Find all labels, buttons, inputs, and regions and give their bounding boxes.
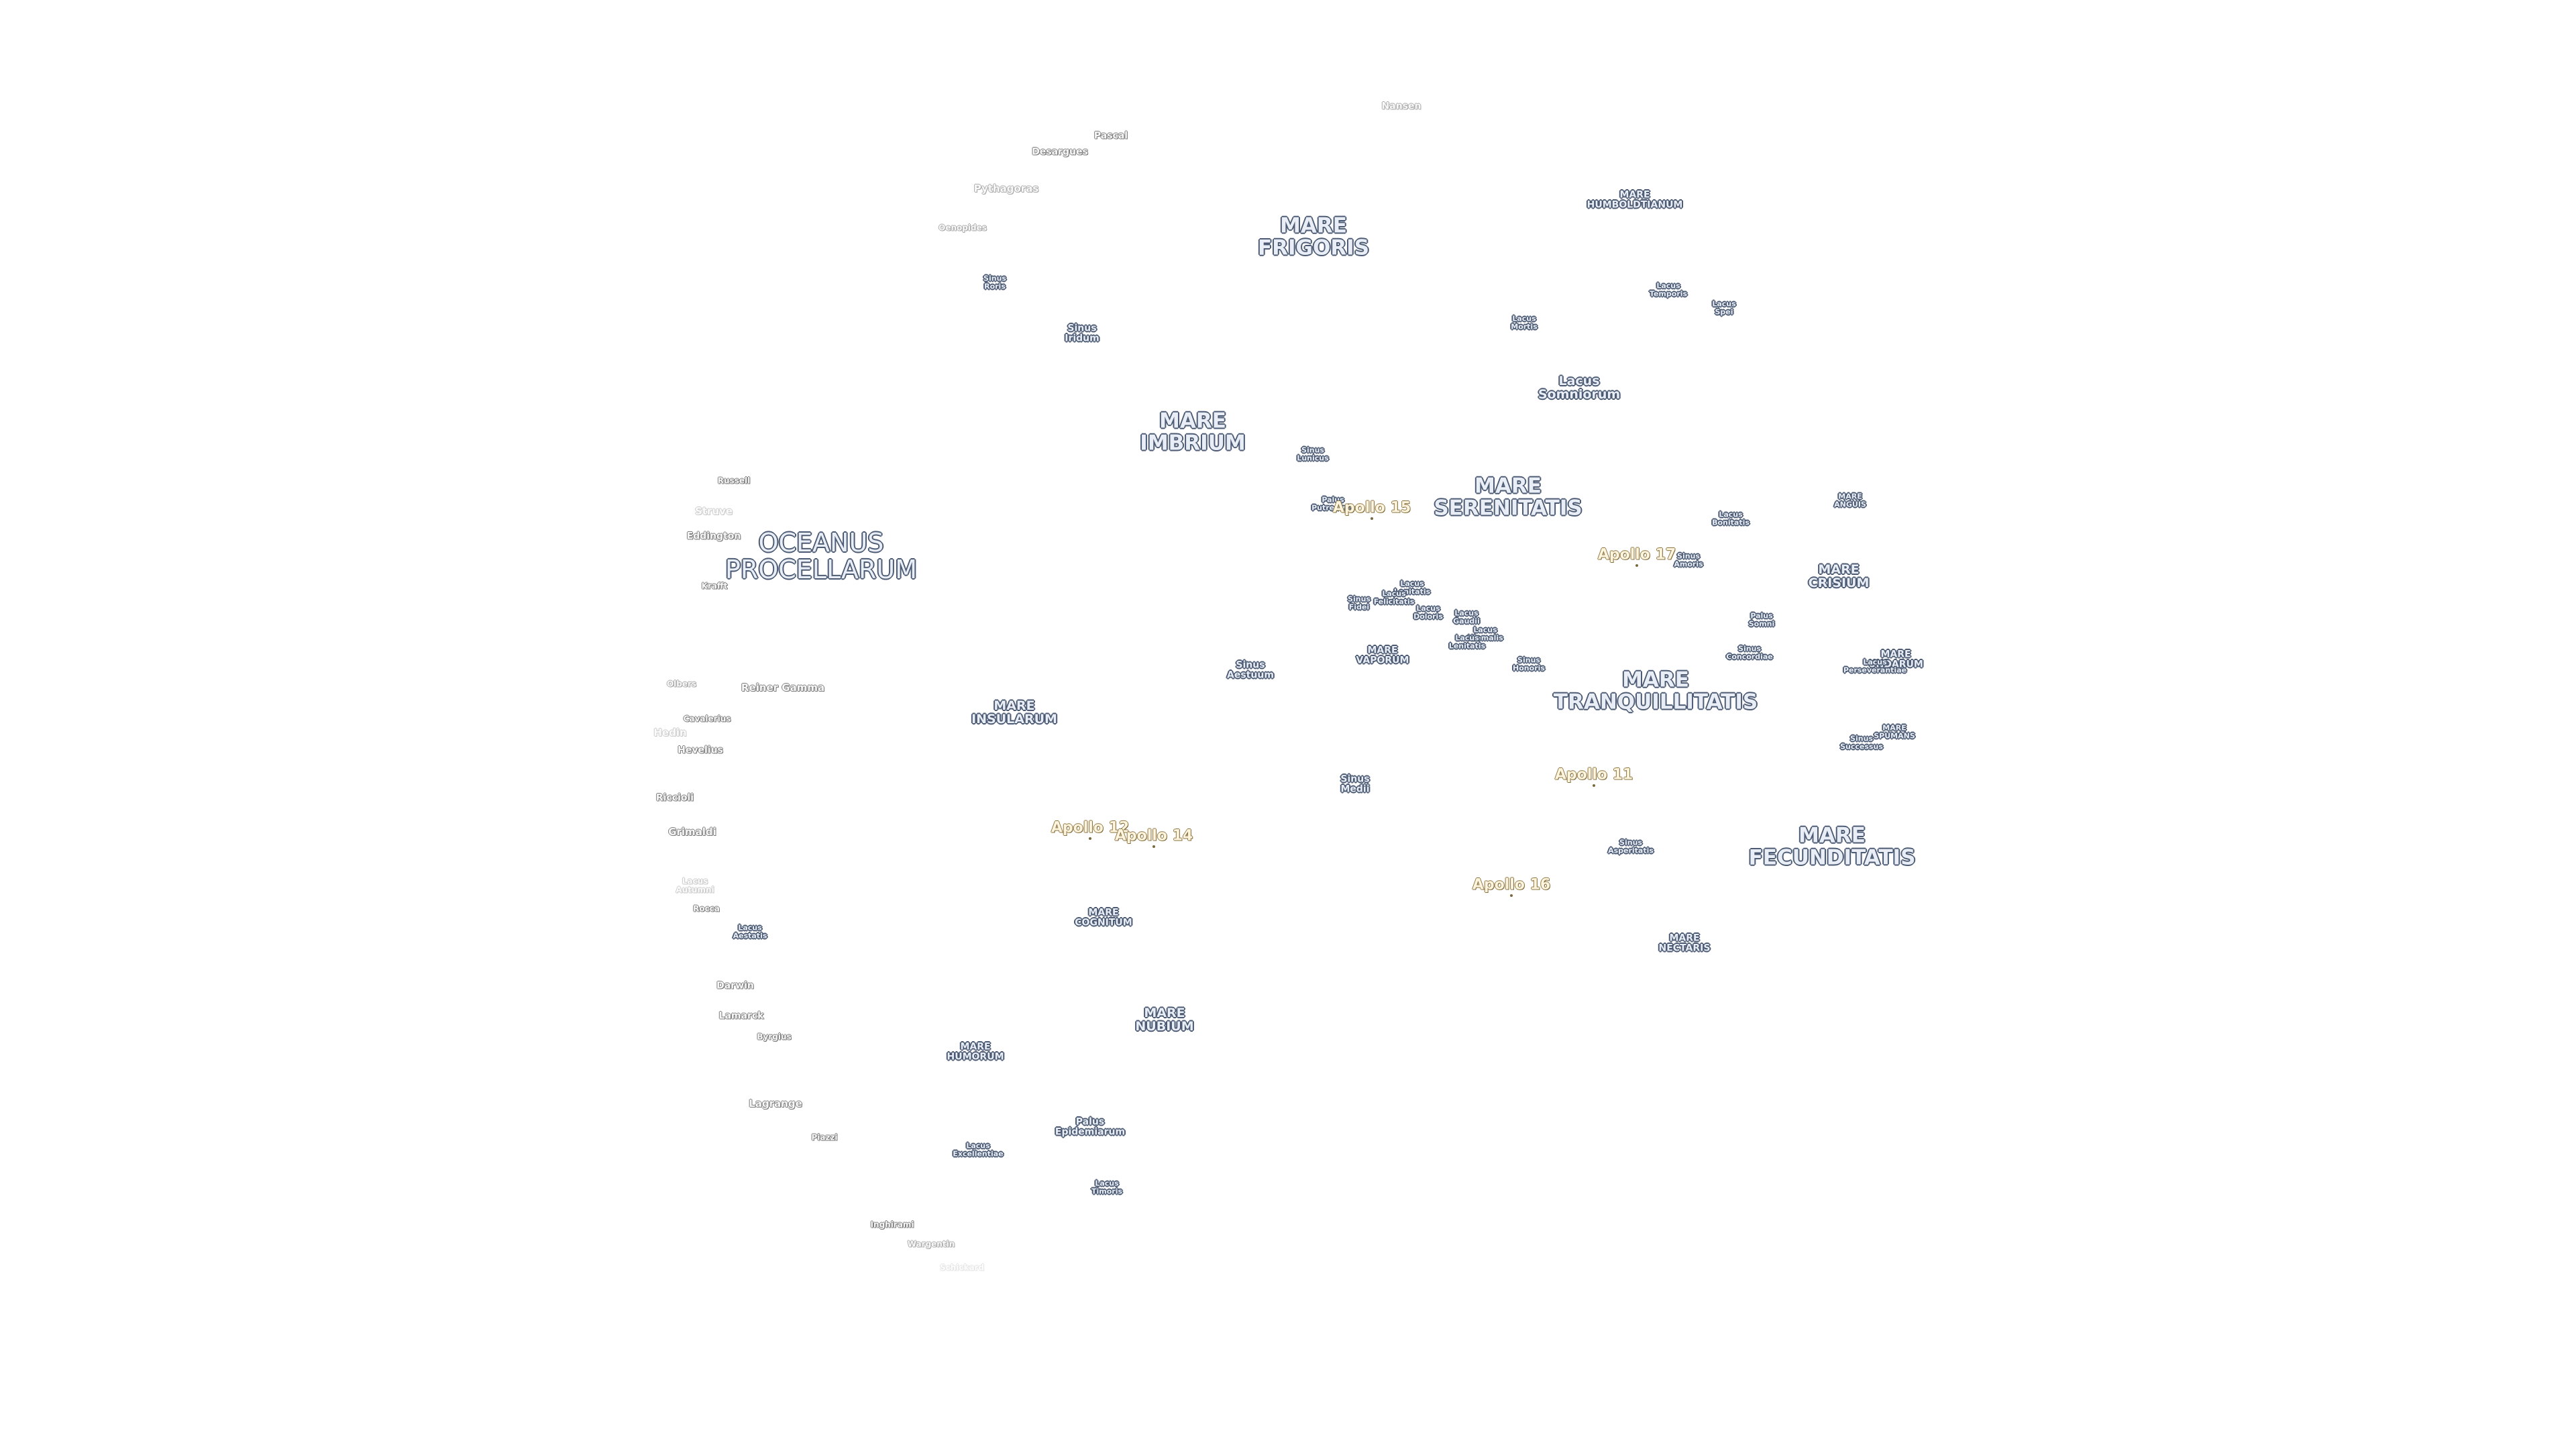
mare-label-sinus-roris: Sinus Roris	[983, 274, 1006, 290]
mare-label-mare-nubium: MARE NUBIUM	[1135, 1006, 1194, 1034]
landing-site-marker-icon	[1089, 837, 1091, 840]
apollo-landing-apollo-16: Apollo 16	[1472, 876, 1551, 894]
crater-label-eddington: Eddington	[686, 531, 741, 542]
mare-label-lacus-timoris: Lacus Timoris	[1091, 1179, 1123, 1195]
mare-label-lacus-aestatis: Lacus Aestatis	[733, 923, 767, 940]
mare-label-lacus-excellentiae: Lacus Excellentiae	[953, 1141, 1004, 1158]
mare-label-lacus-spei: Lacus Spei	[1712, 299, 1736, 316]
crater-label-wargentin: Wargentin	[907, 1239, 955, 1249]
mare-label-mare-serenitatis: MARE SERENITATIS	[1434, 474, 1582, 520]
landing-site-marker-icon	[1593, 784, 1595, 787]
crater-label-pythagoras: Pythagoras	[973, 182, 1039, 195]
mare-label-sinus-iridum: Sinus Iridum	[1065, 323, 1099, 343]
crater-label-schickard: Schickard	[939, 1263, 985, 1273]
apollo-landing-apollo-15: Apollo 15	[1332, 499, 1411, 517]
mare-label-sinus-concordiae: Sinus Concordiae	[1726, 644, 1773, 661]
mare-label-mare-spumans: MARE SPUMANS	[1874, 723, 1915, 740]
crater-label-nansen: Nansen	[1381, 101, 1421, 112]
crater-label-inghirami: Inghirami	[870, 1220, 914, 1230]
crater-label-byrgius: Byrgius	[757, 1032, 792, 1042]
crater-label-darwin: Darwin	[716, 980, 754, 991]
mare-label-lacus-somniorum: Lacus Somniorum	[1538, 374, 1621, 402]
mare-label-lacus-gaudii: Lacus Gaudii	[1453, 608, 1480, 625]
apollo-landing-apollo-11: Apollo 11	[1554, 766, 1633, 784]
mare-label-lacus-hiemalis: Lacus Hiemalis	[1467, 625, 1503, 642]
apollo-landing-apollo-14: Apollo 14	[1114, 827, 1193, 845]
apollo-landing-apollo-17: Apollo 17	[1597, 546, 1676, 564]
crater-label-oenopides: Oenopides	[938, 223, 987, 233]
mare-label-lacus-lenitatis-a: Lacus Lenitatis	[1393, 579, 1431, 596]
crater-label-lacus-autumni: Lacus Autumni	[676, 876, 714, 894]
crater-label-struve: Struve	[694, 505, 733, 518]
mare-label-mare-anguis: MARE ANGUIS	[1834, 492, 1866, 508]
apollo-landing-apollo-12: Apollo 12	[1051, 819, 1130, 837]
mare-label-mare-undarum: MARE UNDARUM	[1868, 649, 1923, 669]
crater-label-grimaldi: Grimaldi	[668, 826, 716, 839]
crater-label-reiner-gamma: Reiner Gamma	[741, 682, 825, 694]
mare-label-lacus-felicitatis: Lacus Felicitatis	[1373, 589, 1415, 606]
crater-label-piazzi: Piazzi	[811, 1132, 838, 1142]
mare-label-lacus-perseverantiae: Lacus Perseverantiae	[1843, 657, 1907, 674]
mare-label-mare-humboldtianum: MARE HUMBOLDTIANUM	[1587, 189, 1683, 210]
crater-label-olbers: Olbers	[666, 679, 697, 689]
mare-label-mare-fecunditatis: MARE FECUNDITATIS	[1748, 823, 1916, 869]
mare-label-sinus-lunicus: Sinus Lunicus	[1297, 445, 1329, 462]
landing-site-marker-icon	[1152, 845, 1155, 848]
landing-site-marker-icon	[1371, 517, 1373, 520]
mare-label-sinus-asperitatis: Sinus Asperitatis	[1608, 838, 1654, 855]
landing-site-marker-icon	[1510, 894, 1513, 897]
mare-label-sinus-successus: Sinus Successus	[1840, 734, 1883, 751]
mare-label-mare-humorum: MARE HUMORUM	[947, 1041, 1004, 1062]
landing-site-marker-icon	[1635, 564, 1638, 567]
mare-label-sinus-honoris: Sinus Honoris	[1513, 655, 1545, 672]
mare-label-sinus-fidei: Sinus Fidei	[1348, 594, 1371, 611]
mare-label-palus-somni: Palus Somni	[1748, 611, 1775, 628]
mare-label-mare-frigoris: MARE FRIGORIS	[1257, 213, 1370, 260]
mare-label-lacus-doloris: Lacus Doloris	[1413, 604, 1443, 621]
mare-label-sinus-aestuum: Sinus Aestuum	[1227, 659, 1274, 680]
mare-label-mare-tranquillitatis: MARE TRANQUILLITATIS	[1553, 667, 1758, 714]
mare-label-lacus-bonitatis: Lacus Bonitatis	[1712, 510, 1750, 527]
crater-label-hedin: Hedin	[653, 727, 687, 739]
mare-label-sinus-amoris: Sinus Amoris	[1674, 551, 1703, 568]
mare-label-lacus-mortis: Lacus Mortis	[1511, 314, 1538, 331]
mare-label-mare-vaporum: MARE VAPORUM	[1356, 645, 1409, 665]
crater-label-cavalerius: Cavalerius	[683, 714, 731, 724]
mare-label-mare-cognitum: MARE COGNITUM	[1075, 907, 1132, 928]
mare-label-mare-imbrium: MARE IMBRIUM	[1140, 409, 1246, 455]
crater-label-russell: Russell	[717, 476, 751, 486]
crater-label-hevelius: Hevelius	[678, 745, 723, 756]
mare-label-sinus-medii: Sinus Medii	[1340, 773, 1370, 794]
crater-label-desargues: Desargues	[1032, 146, 1088, 158]
crater-label-lagrange: Lagrange	[749, 1097, 802, 1110]
mare-label-lacus-temporis: Lacus Temporis	[1649, 281, 1688, 298]
crater-label-rocca: Rocca	[693, 904, 720, 914]
crater-label-pascal: Pascal	[1093, 130, 1128, 142]
crater-label-riccioli: Riccioli	[655, 792, 694, 804]
mare-label-lacus-lenitatis-b: Lacus Lenitatis	[1448, 633, 1486, 650]
mare-label-mare-nectaris: MARE NECTARIS	[1658, 932, 1711, 953]
mare-label-palus-putredinis: Palus Putredinis	[1311, 495, 1354, 512]
mare-label-palus-epidemiarum: Palus Epidemiarum	[1055, 1116, 1126, 1137]
mare-label-mare-insularum: MARE INSULARUM	[971, 698, 1057, 727]
crater-label-krafft: Krafft	[701, 581, 728, 591]
crater-label-lamarck: Lamarck	[718, 1010, 764, 1022]
mare-label-oceanus-procellarum: OCEANUS PROCELLARUM	[725, 528, 917, 584]
mare-label-mare-crisium: MARE CRISIUM	[1808, 562, 1870, 590]
